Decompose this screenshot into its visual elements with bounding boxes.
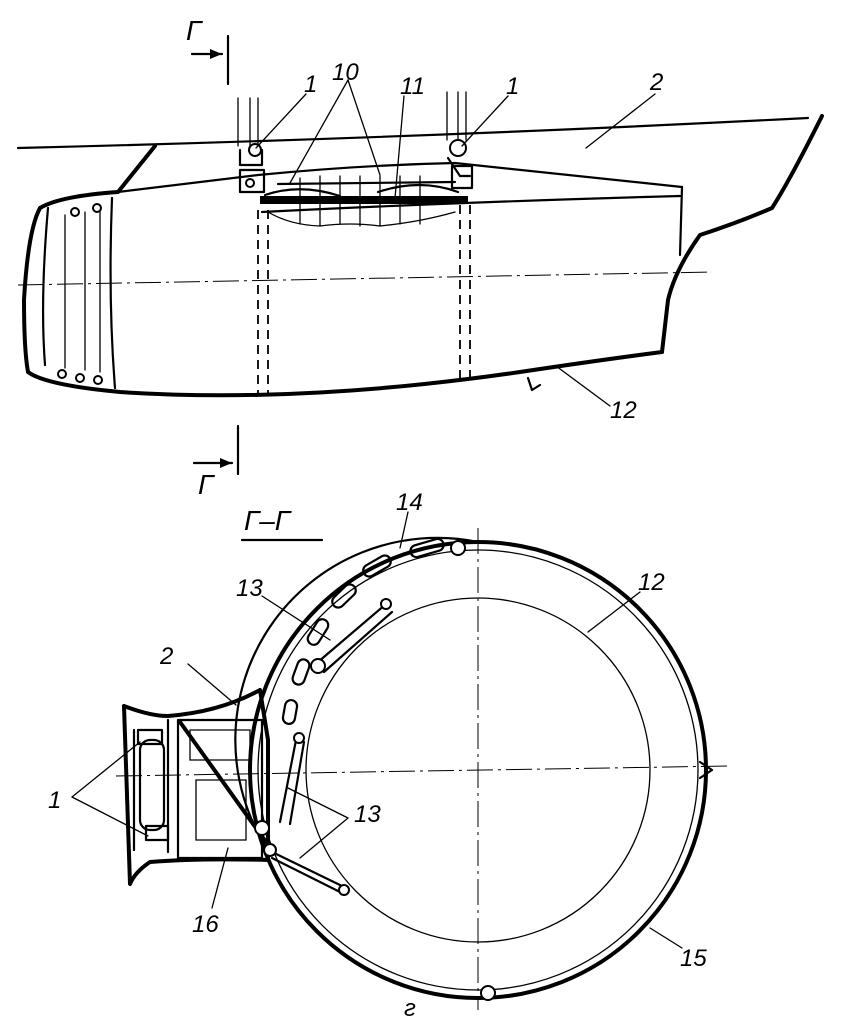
label-part-13-upper: 13 — [236, 575, 263, 602]
label-section-title: Г–Г — [244, 505, 292, 536]
drain-fitting — [526, 376, 542, 392]
label-part-16: 16 — [192, 911, 219, 938]
beam-11 — [260, 196, 468, 204]
section-axis-horizontal — [115, 765, 731, 777]
label-part-12-section: 12 — [638, 569, 665, 596]
label-part-2-section: 2 — [159, 643, 173, 670]
label-part-1-section: 1 — [48, 787, 61, 814]
side-view — [16, 34, 824, 476]
pylon-block — [122, 688, 277, 886]
leaders-top — [255, 79, 656, 407]
label-section-mark-bottom: Г — [198, 469, 215, 500]
callout-labels: 1 10 11 1 2 12 Г Г Г–Г 14 13 12 2 1 13 1… — [48, 15, 707, 1022]
pylon-lines — [237, 91, 467, 147]
hinge-bottom — [480, 985, 496, 1001]
label-part-12-top: 12 — [610, 397, 637, 424]
struts-13 — [266, 598, 394, 896]
wing-line — [16, 116, 810, 150]
leaders-section — [71, 511, 683, 949]
intake-section — [41, 196, 117, 390]
nacelle-rear-edge — [678, 185, 684, 257]
latch-right — [698, 760, 714, 780]
label-part-2-top: 2 — [649, 69, 663, 96]
hinge-top — [450, 540, 466, 556]
label-part-15: 15 — [680, 945, 707, 972]
section-view — [71, 511, 731, 1010]
engine-axis — [17, 271, 713, 286]
label-part-11: 11 — [400, 73, 425, 100]
frame-lightening-holes — [281, 537, 445, 726]
fairing-curve — [660, 114, 824, 354]
label-part-1-top-left: 1 — [304, 71, 317, 98]
section-marker-top — [190, 34, 230, 86]
nacelle-outline — [22, 144, 664, 398]
label-part-1-top-right: 1 — [506, 73, 519, 100]
beam-and-struts — [260, 175, 468, 227]
section-marker-bottom — [192, 424, 240, 476]
label-part-10: 10 — [332, 59, 359, 86]
label-section-mark-top: Г — [186, 15, 203, 46]
mount-fittings — [238, 139, 474, 194]
frame-14 — [234, 536, 480, 852]
nacelle-top-line — [116, 161, 684, 194]
label-part-14: 14 — [396, 489, 423, 516]
label-part-13-lower: 13 — [354, 801, 381, 828]
label-figure-letter: г — [404, 995, 416, 1022]
